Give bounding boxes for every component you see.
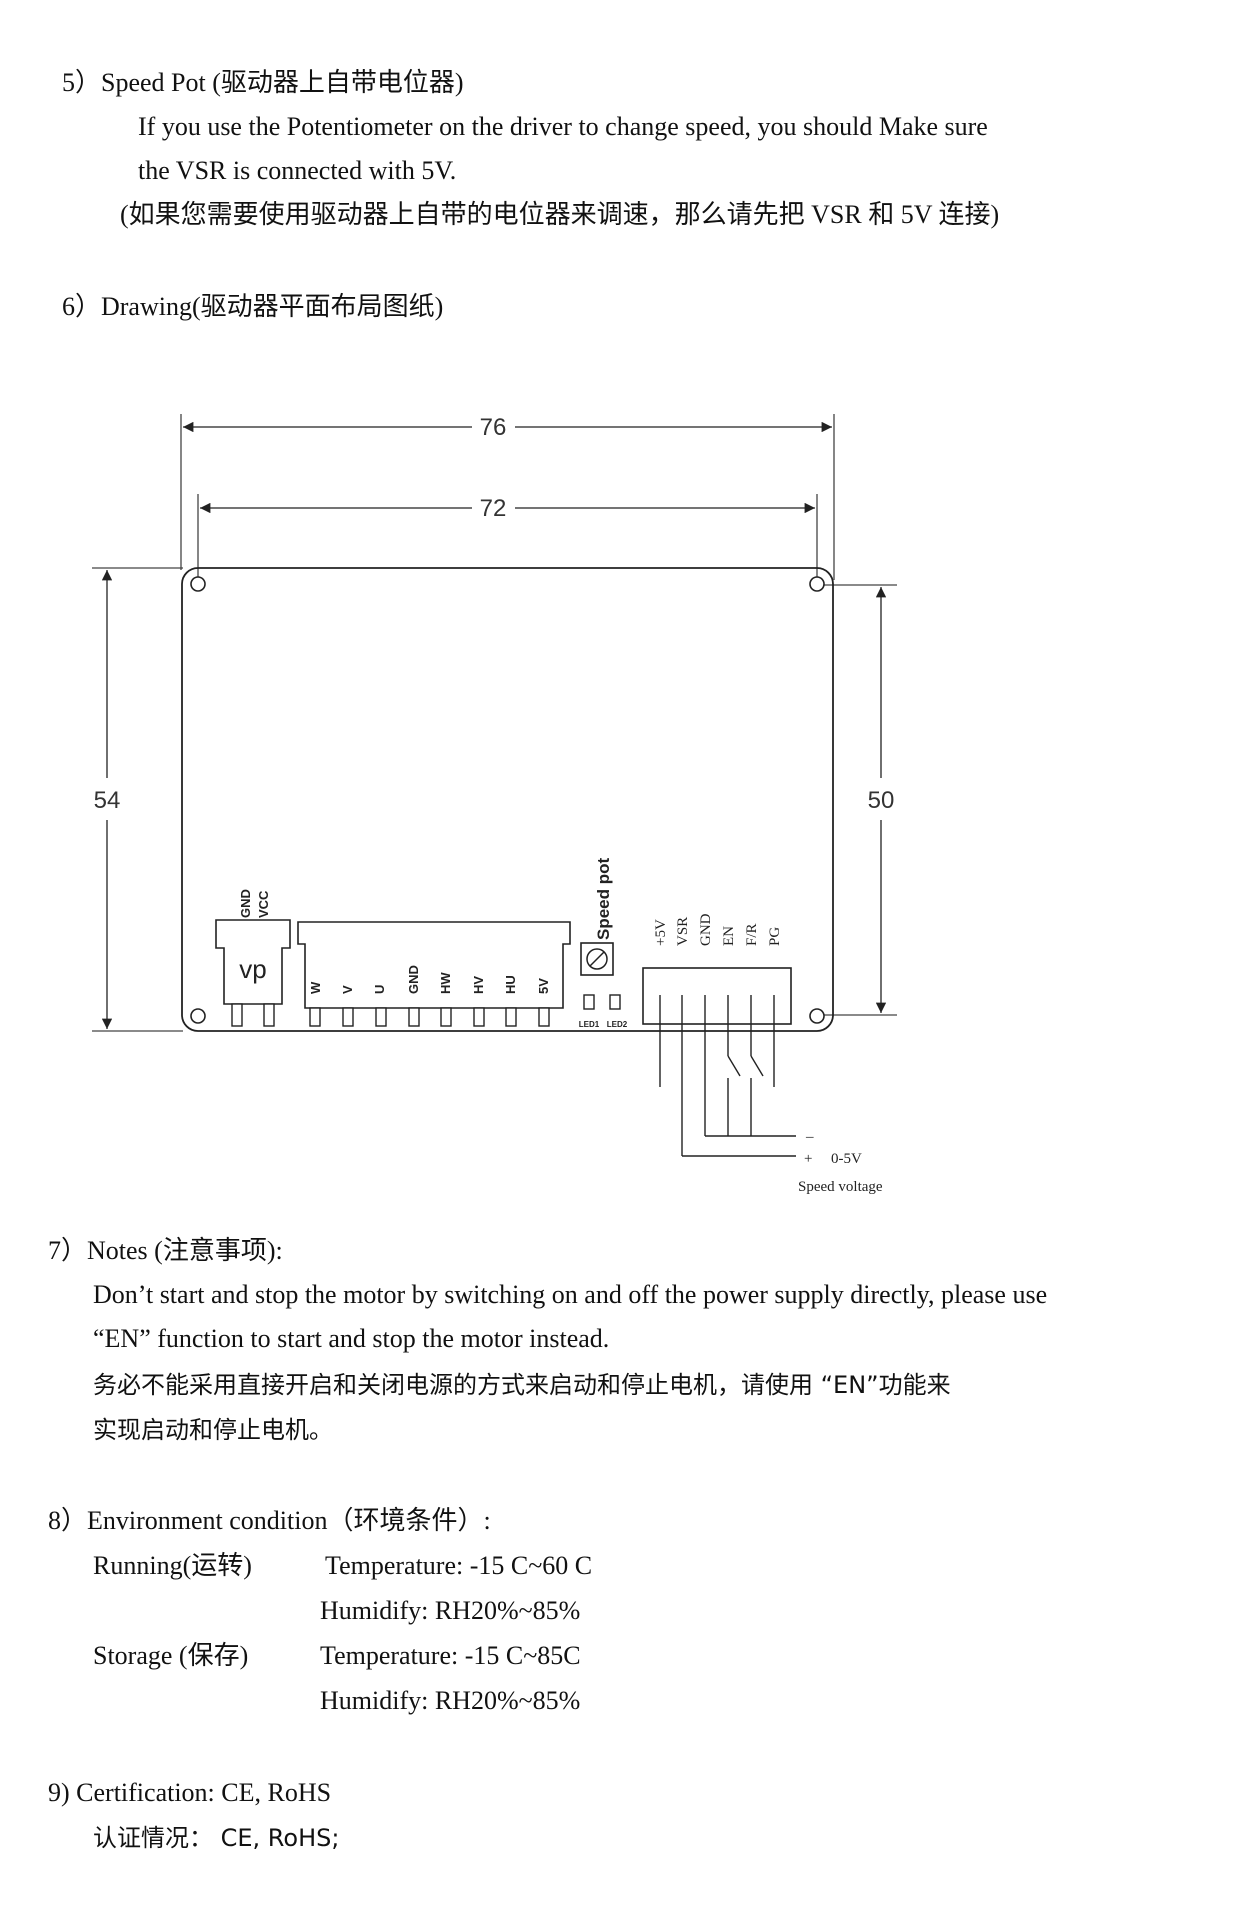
- mounting-hole-bottom-left: [190, 1008, 206, 1024]
- board-outline: [181, 567, 834, 1032]
- speed-pot: Speed pot: [580, 857, 614, 976]
- signal-pin-5v-label: +5V: [653, 919, 669, 946]
- power-connector: GND VCC vp: [215, 889, 291, 1027]
- section-6-heading: 6）Drawing(驱动器平面布局图纸): [62, 292, 444, 321]
- storage-temperature: Temperature: -15 C~85C: [320, 1641, 581, 1670]
- led2-label: LED2: [607, 1020, 628, 1029]
- motor-pins: [309, 1007, 550, 1027]
- dimension-72: 72: [199, 495, 815, 522]
- signal-pin-gnd-label: GND: [698, 913, 714, 946]
- signal-pin-pg-label: PG: [767, 927, 783, 946]
- motor-connector: W V U GND HW HV HU 5V: [297, 921, 571, 1027]
- motor-pin-hv-label: HV: [471, 976, 486, 994]
- range-label: 0-5V: [831, 1151, 862, 1167]
- speed-voltage-annotation: – + 0-5V Speed voltage: [798, 1129, 883, 1195]
- running-humidity: Humidify: RH20%~85%: [320, 1596, 581, 1625]
- motor-pin-gnd-label: GND: [406, 965, 421, 994]
- mounting-hole-top-right: [809, 576, 825, 592]
- power-connector-label: vp: [239, 954, 266, 984]
- minus-label: –: [805, 1129, 814, 1145]
- section-7-text-line-3: 务必不能采用直接开启和关闭电源的方式来启动和停止电机，请使用 “EN”功能来: [93, 1371, 951, 1399]
- motor-pin-labels: W V U GND HW HV HU 5V: [308, 965, 551, 994]
- signal-pin-fr-label: F/R: [744, 923, 760, 946]
- power-pin-vcc-label: VCC: [256, 890, 271, 918]
- dimension-50: 50: [868, 587, 895, 1013]
- wiring: [659, 995, 796, 1157]
- section-7-heading: 7）Notes (注意事项):: [48, 1236, 283, 1265]
- signal-connector: +5V VSR GND EN F/R PG: [642, 913, 792, 1025]
- dim-inner-width-label: 72: [480, 495, 507, 522]
- dim-outer-width-label: 76: [480, 414, 507, 441]
- section-7-text-line-1: Don’t start and stop the motor by switch…: [93, 1280, 1048, 1309]
- section-7-text-line-2: “EN” function to start and stop the moto…: [93, 1324, 610, 1353]
- led1-label: LED1: [579, 1020, 600, 1029]
- section-5-heading: 5）Speed Pot (驱动器上自带电位器): [62, 68, 464, 97]
- section-9-heading: 9) Certification: CE, RoHS: [48, 1778, 332, 1807]
- motor-pin-5v-label: 5V: [536, 978, 551, 994]
- dimension-54: 54: [94, 570, 121, 1029]
- mounting-hole-top-left: [190, 576, 206, 592]
- motor-pin-hw-label: HW: [438, 972, 453, 994]
- section-5-text-line-2: the VSR is connected with 5V.: [138, 156, 457, 185]
- signal-pin-vsr-label: VSR: [675, 917, 691, 946]
- speed-voltage-label: Speed voltage: [798, 1179, 883, 1195]
- mounting-hole-bottom-right: [809, 1008, 825, 1024]
- dim-outer-height-label: 54: [94, 787, 121, 814]
- motor-pin-w-label: W: [308, 981, 323, 994]
- motor-pin-hu-label: HU: [503, 975, 518, 994]
- motor-pin-u-label: U: [372, 985, 387, 994]
- section-7-text-line-4: 实现启动和停止电机。: [93, 1416, 333, 1444]
- running-label: Running(运转): [93, 1551, 252, 1580]
- section-5-text-line-1: If you use the Potentiometer on the driv…: [138, 112, 988, 141]
- motor-pin-v-label: V: [340, 985, 355, 994]
- section-5-text-line-3: (如果您需要使用驱动器上自带的电位器来调速，那么请先把 VSR 和 5V 连接): [120, 200, 1000, 229]
- plus-label: +: [804, 1151, 812, 1167]
- dim-inner-height-label: 50: [868, 787, 895, 814]
- signal-pin-en-label: EN: [721, 926, 737, 946]
- running-temperature: Temperature: -15 C~60 C: [325, 1551, 593, 1580]
- dimension-76: 76: [182, 414, 832, 441]
- section-8-heading: 8）Environment condition（环境条件）:: [48, 1506, 491, 1535]
- leds: LED1 LED2: [579, 994, 628, 1029]
- storage-humidity: Humidify: RH20%~85%: [320, 1686, 581, 1715]
- power-pin-gnd-label: GND: [238, 889, 253, 918]
- section-9-text-line-1: 认证情况： CE, RoHS;: [93, 1824, 340, 1852]
- storage-label: Storage (保存): [93, 1641, 249, 1670]
- signal-pin-labels: +5V VSR GND EN F/R PG: [653, 913, 783, 946]
- speed-pot-label: Speed pot: [594, 857, 613, 940]
- extension-lines: [92, 414, 897, 1032]
